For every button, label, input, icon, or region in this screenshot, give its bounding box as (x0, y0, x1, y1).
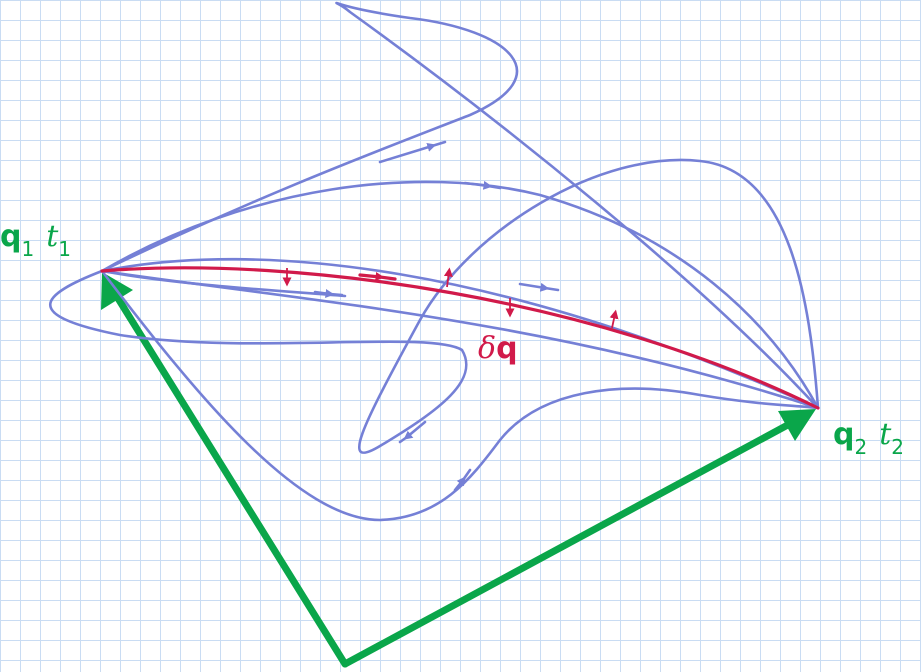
varied-path-near-lower (100, 269, 820, 410)
varied-path-lower (100, 269, 820, 522)
variation-arrow-2 (443, 267, 453, 288)
position-vector-q2-arrowhead (778, 409, 816, 441)
stationary-path-arrow (358, 272, 397, 281)
variation-arrow-4 (609, 309, 619, 329)
varied-path-loop-top (100, 1, 820, 410)
stationary-path-group (100, 266, 820, 410)
varied-path-upper-arrow (463, 180, 502, 190)
variation-label: δq (478, 331, 518, 366)
position-vectors (101, 272, 816, 668)
varied-path-short-arrow (313, 289, 344, 298)
varied-path-tall-loop (49, 158, 820, 454)
stationary-path (100, 266, 820, 410)
varied-path-mid-arrow (518, 282, 560, 292)
position-vector-q2 (341, 410, 812, 668)
varied-paths (49, 1, 820, 522)
varied-path-short (100, 269, 347, 298)
varied-path-lower-arrow (453, 468, 472, 492)
varied-path-tall-loop-arrow (398, 420, 427, 444)
position-vector-q1 (102, 275, 349, 668)
varied-path-upper (100, 180, 820, 410)
varied-path-loop-top-arrow (378, 140, 447, 164)
